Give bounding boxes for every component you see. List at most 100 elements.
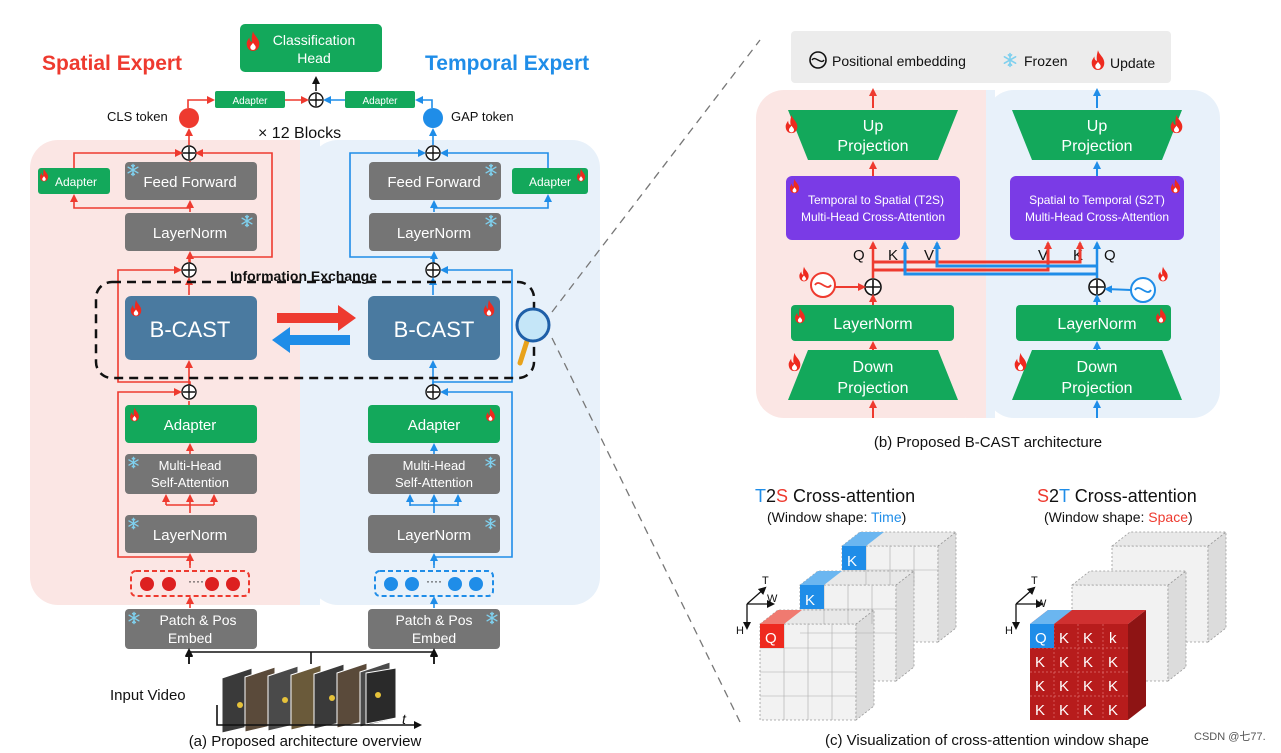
right-up-projection-line1: Up <box>1087 118 1108 135</box>
temporal-mhsa-line1: Multi-Head <box>403 458 466 473</box>
spatial-layernorm-bottom-label: LayerNorm <box>153 527 227 544</box>
spatial-adapter-ff-box <box>38 168 110 194</box>
left-up-projection-line1: Up <box>863 118 884 135</box>
cls-token-circle <box>179 108 199 128</box>
t2s-k-cell-2: K <box>805 592 815 609</box>
t2s-k-label: K <box>888 247 898 264</box>
s2t-k-cell: K <box>1108 654 1118 671</box>
s2t-k-cell: K <box>1083 702 1093 719</box>
temporal-patch-embed-line2: Embed <box>412 630 456 646</box>
t2s-title: T2S Cross-attention <box>755 486 915 506</box>
classification-head-box <box>240 24 382 72</box>
right-down-projection-line2: Projection <box>1061 380 1132 397</box>
t2s-axis-h: H <box>736 625 744 637</box>
classification-head-line1: Classification <box>273 32 355 48</box>
temporal-feed-forward-box <box>369 162 501 200</box>
s2t-k-cell: K <box>1059 678 1069 695</box>
temporal-bcast-box <box>368 296 500 360</box>
t2s-window-grid: K K Q T W H <box>736 531 958 721</box>
left-layernorm-box <box>791 305 954 341</box>
s2t-k-cell: k <box>1109 630 1117 647</box>
information-exchange-label: Information Exchange <box>230 268 377 284</box>
s2t-q-cell: Q <box>1035 630 1047 647</box>
s2t-v-label: V <box>1038 247 1048 264</box>
gap-token-circle <box>423 108 443 128</box>
left-up-projection-line2: Projection <box>837 138 908 155</box>
spatial-adapter-box <box>125 405 257 443</box>
cls-token-label: CLS token <box>107 109 168 124</box>
magnifier-icon <box>515 307 551 366</box>
t2s-subtitle: (Window shape: Time) <box>767 509 906 525</box>
temporal-adapter-ff-box <box>512 168 588 194</box>
cls-adapter-box <box>215 91 285 108</box>
right-down-projection <box>1012 350 1182 400</box>
right-down-projection-line1: Down <box>1077 359 1118 376</box>
left-up-projection <box>788 110 958 160</box>
gap-token-label: GAP token <box>451 109 514 124</box>
temporal-feed-forward-label: Feed Forward <box>387 174 480 191</box>
spatial-layernorm-top-label: LayerNorm <box>153 225 227 242</box>
spatial-layernorm-top-box <box>125 213 257 251</box>
left-down-projection-line2: Projection <box>837 380 908 397</box>
s2t-axis-t: T <box>1031 575 1038 587</box>
s2t-k-cell: K <box>1083 630 1093 647</box>
temporal-mhsa-box <box>368 454 500 494</box>
s2t-subtitle: (Window shape: Space) <box>1044 509 1193 525</box>
s2t-k-cell: K <box>1059 654 1069 671</box>
t2s-v-label: V <box>924 247 934 264</box>
spatial-feed-forward-box <box>125 162 257 200</box>
temporal-layernorm-top-label: LayerNorm <box>397 225 471 242</box>
s2t-k-cell: K <box>1059 630 1069 647</box>
s2t-k-cell: K <box>1108 702 1118 719</box>
legend-frozen-label: Frozen <box>1024 53 1068 69</box>
t2s-line1: Temporal to Spatial (T2S) <box>808 193 944 207</box>
s2t-line2: Multi-Head Cross-Attention <box>1025 210 1169 224</box>
caption-a: (a) Proposed architecture overview <box>189 733 422 750</box>
cross-connections <box>869 241 1101 278</box>
spatial-bcast-label: B-CAST <box>150 317 231 342</box>
s2t-axis-h: H <box>1005 625 1013 637</box>
s2t-window-grid: Q K K k K K K K K K K K K K K K T W H <box>1005 531 1228 720</box>
spatial-patch-embed-line2: Embed <box>168 630 212 646</box>
spatial-column: Feed Forward Adapter LayerNorm B-CAST Ad… <box>38 128 273 649</box>
t2s-line2: Multi-Head Cross-Attention <box>801 210 945 224</box>
s2t-k-cell: K <box>1035 702 1045 719</box>
temporal-adapter-label: Adapter <box>408 417 461 434</box>
caption-c: (c) Visualization of cross-attention win… <box>825 732 1149 749</box>
left-down-projection-line1: Down <box>853 359 894 376</box>
spatial-to-temporal-arrow <box>277 305 356 331</box>
input-video-label: Input Video <box>110 687 186 704</box>
left-layernorm-label: LayerNorm <box>833 316 912 333</box>
right-up-projection <box>1012 110 1182 160</box>
zoom-line-bottom <box>551 337 741 723</box>
s2t-k-cell: K <box>1059 702 1069 719</box>
spatial-adapter-label: Adapter <box>164 417 217 434</box>
legend-box <box>791 31 1171 83</box>
spatial-feed-forward-label: Feed Forward <box>143 174 236 191</box>
watermark: CSDN @七77. <box>1194 730 1266 743</box>
s2t-cross-attention-box <box>1010 176 1184 240</box>
temporal-column: Feed Forward Adapter LayerNorm B-CAST Ad… <box>349 128 588 649</box>
video-frames <box>221 661 397 734</box>
right-layernorm-box <box>1016 305 1171 341</box>
temporal-patch-embed-box <box>368 609 500 649</box>
s2t-k-cell: K <box>1083 654 1093 671</box>
blocks-label: × 12 Blocks <box>258 125 341 142</box>
svg-text:····: ···· <box>188 574 204 588</box>
right-up-projection-line2: Projection <box>1061 138 1132 155</box>
temporal-adapter-ff-label: Adapter <box>529 175 571 189</box>
temporal-layernorm-bottom-label: LayerNorm <box>397 527 471 544</box>
s2t-q-label: Q <box>1104 247 1116 264</box>
spatial-layernorm-bottom-box <box>125 515 257 553</box>
positional-embedding-icon <box>809 51 827 69</box>
right-layernorm-label: LayerNorm <box>1057 316 1136 333</box>
zoom-line-top <box>551 39 761 313</box>
temporal-layernorm-top-box <box>369 213 501 251</box>
legend-update-label: Update <box>1110 55 1155 71</box>
gap-adapter-box <box>345 91 415 108</box>
cls-adapter-label: Adapter <box>232 96 268 107</box>
spatial-mhsa-line1: Multi-Head <box>159 458 222 473</box>
t2s-cross-attention-box <box>786 176 960 240</box>
s2t-k-cell: K <box>1035 678 1045 695</box>
